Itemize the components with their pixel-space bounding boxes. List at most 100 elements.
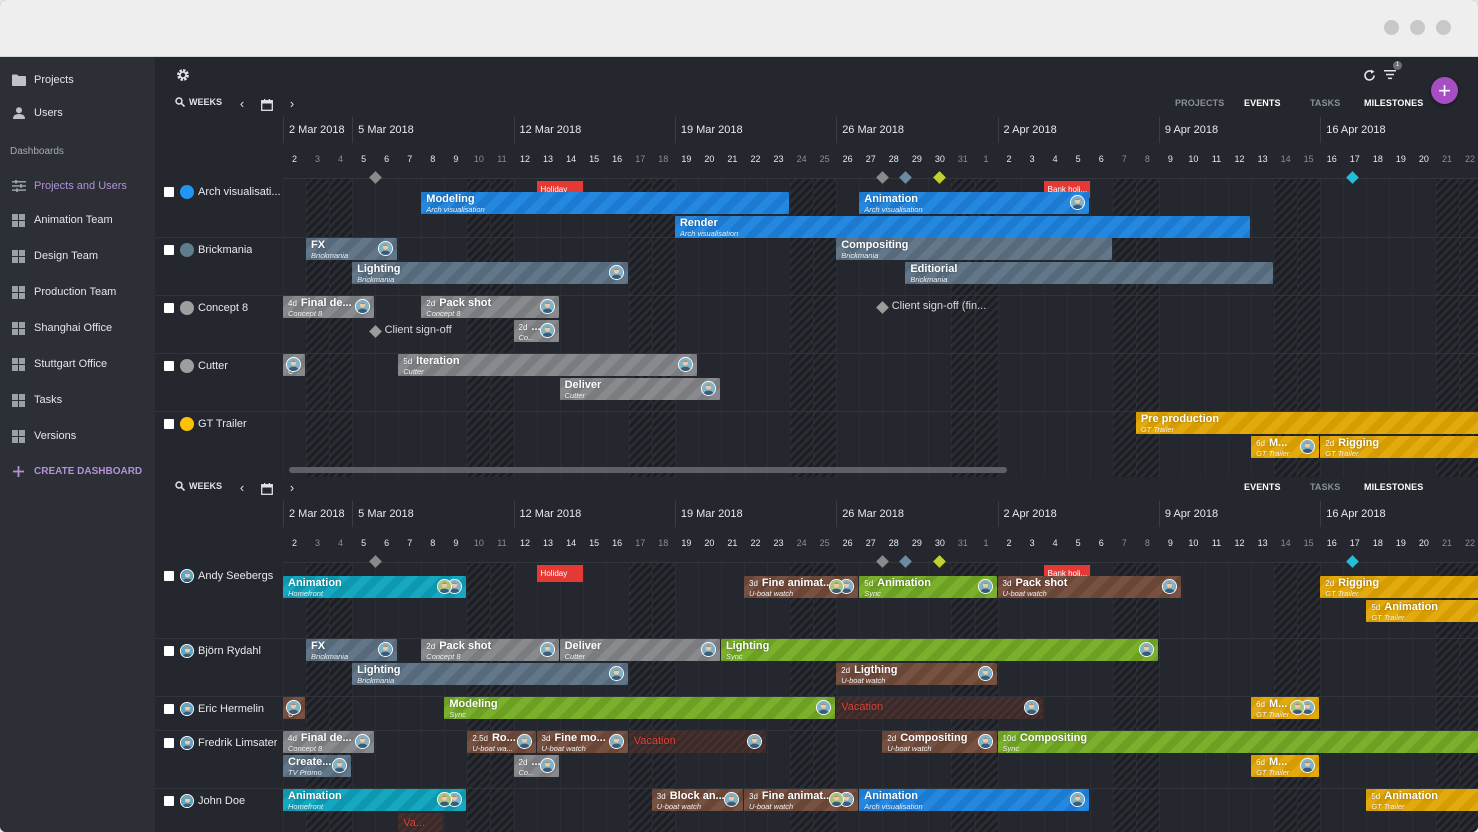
day-label: 5 xyxy=(361,538,367,548)
zoom-weeks-button[interactable]: WEEKS xyxy=(175,97,222,107)
sidebar-item-production-team[interactable]: Production Team xyxy=(0,277,155,307)
next-period-button[interactable]: › xyxy=(289,480,295,495)
task-bar[interactable]: 6dC xyxy=(283,354,306,376)
add-button[interactable]: + xyxy=(1431,77,1458,104)
window-close-button[interactable] xyxy=(1436,20,1451,35)
calendar-icon[interactable] xyxy=(259,481,275,497)
next-period-button[interactable]: › xyxy=(289,96,295,111)
task-project: TV Promo xyxy=(288,768,322,777)
toggle-milestones[interactable]: MILESTONES xyxy=(1364,98,1424,108)
row-checkbox[interactable] xyxy=(164,796,174,806)
sidebar-item-versions[interactable]: Versions xyxy=(0,421,155,451)
task-project: Brickmania xyxy=(910,275,948,284)
toggle-tasks[interactable]: TASKS xyxy=(1310,98,1341,108)
sidebar-item-projects[interactable]: Projects xyxy=(0,65,155,95)
task-title-text: Ro... xyxy=(491,732,516,744)
task-bar[interactable]: 2d...Co... xyxy=(513,320,559,342)
row-checkbox[interactable] xyxy=(164,419,174,429)
refresh-icon[interactable] xyxy=(1361,67,1377,83)
zoom-weeks-button[interactable]: WEEKS xyxy=(175,481,222,491)
row-checkbox[interactable] xyxy=(164,303,174,313)
vacation-bar[interactable]: Vacation xyxy=(628,731,767,753)
sidebar-item-tasks[interactable]: Tasks xyxy=(0,385,155,415)
assignee-avatar xyxy=(608,265,624,280)
prev-period-button[interactable]: ‹ xyxy=(239,480,245,495)
vacation-bar[interactable]: Va... xyxy=(398,813,444,832)
task-bar[interactable]: 2d...Co... xyxy=(513,755,559,777)
sidebar-item-animation-team[interactable]: Animation Team xyxy=(0,205,155,235)
sidebar-item-stuttgart-office[interactable]: Stuttgart Office xyxy=(0,349,155,379)
toggle-tasks[interactable]: TASKS xyxy=(1310,482,1341,492)
prev-period-button[interactable]: ‹ xyxy=(239,96,245,111)
filter-icon[interactable]: 1 xyxy=(1383,61,1402,82)
sidebar-item-shanghai-office[interactable]: Shanghai Office xyxy=(0,313,155,343)
row-checkbox[interactable] xyxy=(164,361,174,371)
vacation-bar[interactable]: Vacation xyxy=(836,697,1043,719)
event-block[interactable]: Holiday xyxy=(536,565,583,582)
row-checkbox[interactable] xyxy=(164,187,174,197)
row-checkbox[interactable] xyxy=(164,738,174,748)
toggle-events[interactable]: EVENTS xyxy=(1244,482,1281,492)
row-checkbox[interactable] xyxy=(164,245,174,255)
horizontal-scrollbar[interactable] xyxy=(289,467,1007,473)
window-minimize-button[interactable] xyxy=(1384,20,1399,35)
gear-icon[interactable] xyxy=(175,67,191,83)
calendar-icon[interactable] xyxy=(259,97,275,113)
row-checkbox[interactable] xyxy=(164,646,174,656)
toggle-milestones[interactable]: MILESTONES xyxy=(1364,482,1424,492)
task-bar[interactable]: Create...TV Promo xyxy=(283,755,352,777)
row-checkbox[interactable] xyxy=(164,704,174,714)
toggle-projects[interactable]: PROJECTS xyxy=(1175,98,1225,108)
sidebar-item-projects-and-users[interactable]: Projects and Users xyxy=(0,171,155,201)
task-title-text: Compositing xyxy=(1019,732,1088,744)
window-maximize-button[interactable] xyxy=(1410,20,1425,35)
task-title-text: Animation xyxy=(1384,790,1439,802)
sidebar-item-design-team[interactable]: Design Team xyxy=(0,241,155,271)
day-label: 16 xyxy=(612,538,623,548)
row-checkbox[interactable] xyxy=(164,571,174,581)
sidebar-item-users[interactable]: Users xyxy=(0,98,155,128)
task-bar[interactable]: 1U xyxy=(283,697,306,719)
create-dashboard-button[interactable]: CREATE DASHBOARD xyxy=(0,456,155,486)
toggle-events[interactable]: EVENTS xyxy=(1244,98,1281,108)
